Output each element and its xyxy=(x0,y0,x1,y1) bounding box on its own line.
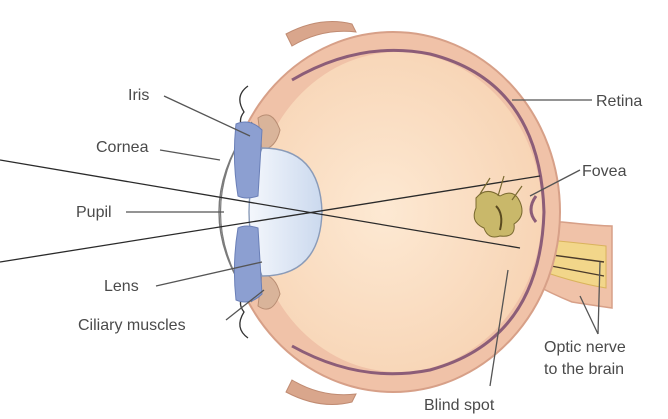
iris-leader xyxy=(164,96,250,136)
iris-upper xyxy=(234,122,262,198)
label-fovea: Fovea xyxy=(582,163,627,180)
cornea-leader xyxy=(160,150,220,160)
label-pupil: Pupil xyxy=(76,204,112,221)
label-blind-spot: Blind spot xyxy=(424,397,495,414)
label-ciliary-muscles: Ciliary muscles xyxy=(78,317,186,334)
label-optic-nerve-line2: to the brain xyxy=(544,361,624,378)
label-lens: Lens xyxy=(104,278,139,295)
iris-lower xyxy=(234,226,262,302)
label-iris: Iris xyxy=(128,87,149,104)
label-optic-nerve-line1: Optic nerve xyxy=(544,339,626,356)
label-cornea: Cornea xyxy=(96,139,149,156)
label-retina: Retina xyxy=(596,93,642,110)
